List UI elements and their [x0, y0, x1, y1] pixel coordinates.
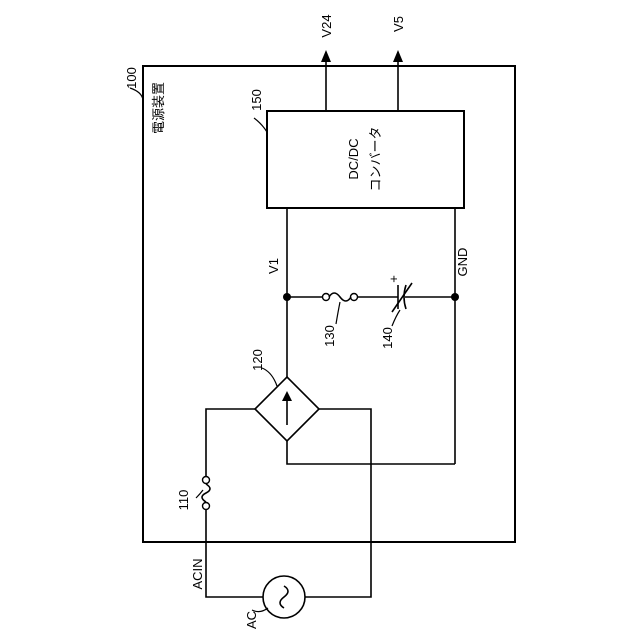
rectifier-ref-label: 120 [250, 349, 265, 371]
output-v24-label: V24 [319, 14, 334, 37]
acin-label: ACIN [190, 558, 205, 589]
power-supply-enclosure [143, 66, 515, 542]
dcdc-converter-box [267, 111, 464, 208]
fuse-130-terminal-a [323, 294, 330, 301]
fuse-130-element-icon [329, 293, 351, 301]
converter-title-line2: コンバータ [369, 126, 384, 191]
fuse-130-ref-leader [336, 302, 340, 324]
rectifier-arrow-icon [282, 391, 292, 401]
ac-source-label: AC [244, 611, 259, 629]
acin-wire-lower [206, 510, 263, 597]
node-gnd-label: GND [455, 248, 470, 277]
converter-ref-label: 150 [249, 89, 264, 111]
acin-wire-upper [206, 409, 255, 476]
cap-140-ref-leader [392, 310, 400, 326]
node-v1-label: V1 [266, 258, 281, 274]
fuse-110-terminal-a [203, 477, 210, 484]
cap-140-ref-label: 140 [380, 327, 395, 349]
fuse-110-element-icon [202, 484, 210, 502]
ac-return-wire [305, 409, 371, 597]
device-name-label: 電源装置 [152, 82, 167, 134]
fuse-110-ref-label: 110 [176, 490, 191, 511]
v24-arrow-icon [321, 50, 331, 62]
cap-plus-label: + [386, 275, 401, 283]
device-ref-label: 100 [124, 67, 139, 89]
converter-ref-leader [254, 118, 267, 132]
junction-v1 [283, 293, 291, 301]
fuse-130-ref-label: 130 [322, 325, 337, 347]
converter-title-line1: DC/DC [346, 138, 361, 179]
output-v5-label: V5 [391, 16, 406, 32]
fuse-130-terminal-b [351, 294, 358, 301]
junction-gnd [451, 293, 459, 301]
v5-arrow-icon [393, 50, 403, 62]
fuse-110-terminal-b [203, 503, 210, 510]
